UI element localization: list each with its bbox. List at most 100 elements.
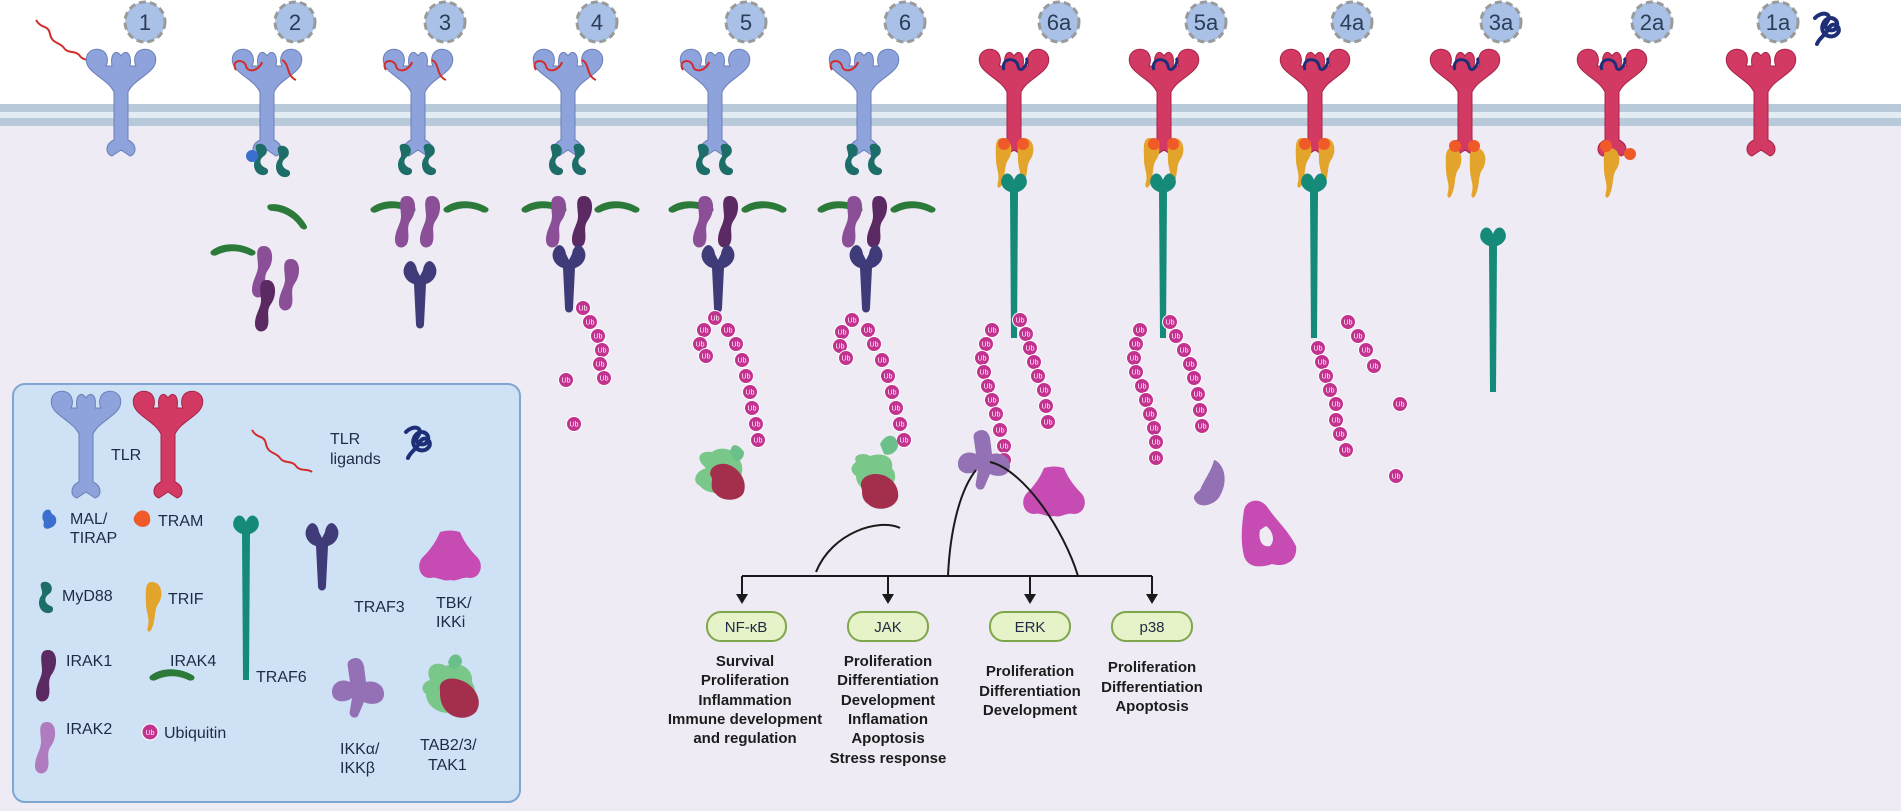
- ubiquitin-icon: Ub: [996, 438, 1012, 454]
- pathway-label-jak: JAK: [874, 619, 902, 636]
- outcome-nfkb-2: Proliferation: [701, 672, 789, 689]
- ubiquitin-icon: Ub: [592, 356, 608, 372]
- ubiquitin-label: Ub: [1000, 444, 1009, 451]
- pathway-arrowheads: [736, 594, 1158, 604]
- ubiquitin-label: Ub: [870, 342, 879, 349]
- ubiquitin-label: Ub: [700, 328, 709, 335]
- legend-label-trif: TRIF: [168, 591, 204, 608]
- ubiquitin-label: Ub: [1186, 362, 1195, 369]
- ubiquitin-label: Ub: [562, 378, 571, 385]
- ubiquitin-icon: Ub: [1358, 342, 1374, 358]
- ubiquitin-icon: Ub: [707, 310, 723, 326]
- legend-label-tram: TRAM: [158, 513, 203, 530]
- outcome-erk-1: Proliferation: [986, 663, 1074, 680]
- legend-tram-icon: [133, 510, 151, 527]
- ubiquitin-label: Ub: [1026, 346, 1035, 353]
- ubiquitin-label: Ub: [884, 374, 893, 381]
- ubiquitin-icon: Ub: [596, 370, 612, 386]
- step-label-3: 3: [439, 10, 451, 35]
- step-label-4a: 4a: [1340, 10, 1365, 35]
- outcome-nfkb-5: and regulation: [693, 730, 796, 747]
- pathway-erk: ERK Proliferation Differentiation Develo…: [979, 611, 1081, 719]
- tram-icon-2a-r: [1624, 148, 1636, 160]
- pathway-nfkb: NF-κB Survival Proliferation Inflammatio…: [668, 611, 822, 747]
- tbk-complex-5a: [1241, 500, 1297, 567]
- ubiquitin-label: Ub: [1040, 388, 1049, 395]
- ubiquitin-icon: Ub: [1022, 340, 1038, 356]
- ubiquitin-icon: Ub: [980, 378, 996, 394]
- ubiquitin-icon: Ub: [1012, 312, 1028, 328]
- ubiquitin-label: Ub: [1136, 328, 1145, 335]
- bound-navy-ligands: [1001, 56, 1627, 72]
- step-label-4: 4: [591, 10, 603, 35]
- ubiquitin-label: Ub: [1138, 384, 1147, 391]
- ubiquitin-label: Ub: [836, 344, 845, 351]
- legend-tab-tak1-icon: [422, 654, 479, 718]
- ubiquitin-chains: UbUbUbUbUbUbUbUbUbUbUbUbUbUbUbUbUbUbUbUb…: [558, 300, 1408, 484]
- step-badge-3: 3: [423, 0, 467, 44]
- ubiquitin-icon: Ub: [590, 328, 606, 344]
- ubiquitin-icon: Ub: [988, 406, 1004, 422]
- outcome-nfkb-3: Inflammation: [698, 692, 791, 709]
- ubiquitin-label: Ub: [982, 342, 991, 349]
- ubiquitin-label: Ub: [992, 412, 1001, 419]
- pathway-label-nfkb: NF-κB: [725, 619, 768, 636]
- ubiquitin-icon: Ub: [1038, 398, 1054, 414]
- ubiquitin-label: Ub: [1370, 364, 1379, 371]
- ubiquitin-icon: Ub: [1182, 356, 1198, 372]
- ubiquitin-icon: Ub: [720, 322, 736, 338]
- ubiquitin-icon: Ub: [1026, 354, 1042, 370]
- ubiquitin-icon: Ub: [1392, 396, 1408, 412]
- legend-label-ligands-2: ligands: [330, 451, 381, 468]
- ubiquitin-icon: Ub: [1142, 406, 1158, 422]
- tbk-icon-5a: [1241, 500, 1297, 567]
- step-badge-6a: 6a: [1037, 0, 1081, 44]
- ubiquitin-label: Ub: [980, 370, 989, 377]
- step-label-5: 5: [740, 10, 752, 35]
- ubiquitin-icon: Ub: [1318, 368, 1334, 384]
- ubiquitin-icon: Ub: [1350, 328, 1366, 344]
- step-label-2: 2: [289, 10, 301, 35]
- legend-label-ubiquitin: Ubiquitin: [164, 725, 226, 742]
- ubiquitin-icon: Ub: [1176, 342, 1192, 358]
- legend-ub-text: Ub: [146, 730, 155, 737]
- ubiquitin-label: Ub: [1318, 360, 1327, 367]
- ubiquitin-icon: Ub: [1128, 336, 1144, 352]
- legend-mal-tirap-icon: [42, 509, 57, 529]
- outcome-p38-3: Apoptosis: [1115, 698, 1188, 715]
- bound-red-ligands: [233, 59, 859, 81]
- ubiquitin-icon: Ub: [1030, 368, 1046, 384]
- ubiquitin-icon: Ub: [892, 416, 908, 432]
- ubiquitin-icon: Ub: [984, 322, 1000, 338]
- ubiquitin-icon: Ub: [594, 342, 610, 358]
- outcome-jak-3: Development: [841, 692, 935, 709]
- ubiquitin-icon: Ub: [1328, 396, 1344, 412]
- ubiquitin-icon: Ub: [888, 400, 904, 416]
- ubiquitin-label: Ub: [711, 316, 720, 323]
- ubiquitin-label: Ub: [1152, 456, 1161, 463]
- legend-label-traf6: TRAF6: [256, 669, 307, 686]
- tab-tak1-complex-6: [851, 435, 899, 509]
- ubiquitin-icon: Ub: [1194, 418, 1210, 434]
- ubiquitin-label: Ub: [1016, 318, 1025, 325]
- ubiquitin-label: Ub: [1022, 332, 1031, 339]
- ubiquitin-label: Ub: [1314, 346, 1323, 353]
- ubiquitin-label: Ub: [696, 342, 705, 349]
- step-label-5a: 5a: [1194, 10, 1219, 35]
- outcome-erk-2: Differentiation: [979, 683, 1081, 700]
- ubiquitin-icon: Ub: [860, 322, 876, 338]
- ubiquitin-label: Ub: [1172, 334, 1181, 341]
- legend-label-mal-1: MAL/: [70, 511, 108, 528]
- outcome-erk-3: Development: [983, 702, 1077, 719]
- ubiquitin-label: Ub: [600, 376, 609, 383]
- ubiquitin-label: Ub: [988, 398, 997, 405]
- ubiquitin-label: Ub: [1354, 334, 1363, 341]
- ubiquitin-label: Ub: [896, 422, 905, 429]
- outcome-jak-4: Inflamation: [848, 711, 928, 728]
- ubiquitin-label: Ub: [842, 356, 851, 363]
- ubiquitin-icon: Ub: [698, 348, 714, 364]
- ubiquitin-label: Ub: [1042, 404, 1051, 411]
- ubiquitin-label: Ub: [1132, 342, 1141, 349]
